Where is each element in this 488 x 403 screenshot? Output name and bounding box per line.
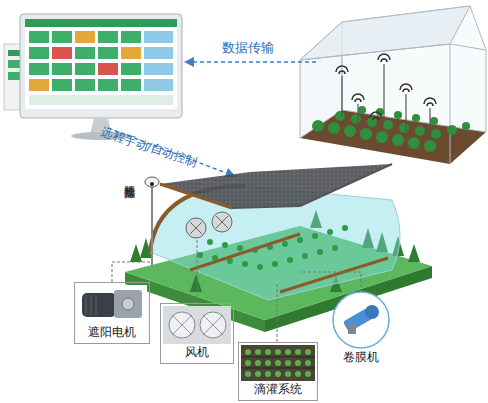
photo-callout: 滴灌系统 [238,342,318,401]
roller-photo [333,292,389,348]
photo-callout: 遮阳电机 [74,282,150,344]
flow-label: 远程手动/自动控制 [99,124,199,171]
callout-label: 遮阳电机 [75,324,149,341]
monitor [4,14,182,140]
drip-photo [241,345,315,381]
callout-label: 滴灌系统 [239,381,317,398]
camera-label: 视频监控 [121,176,136,180]
sensor-greenhouse [300,6,486,164]
photo-circle-callout: 卷膜机 [326,290,396,368]
callout-label: 风机 [161,344,233,361]
flow-label: 数据传输 [222,39,274,57]
fan-photo [163,306,231,344]
motor-photo [77,285,147,323]
photo-callout: 风机 [160,303,234,364]
callout-label: 卷膜机 [326,349,396,366]
data-arrow [186,61,316,63]
